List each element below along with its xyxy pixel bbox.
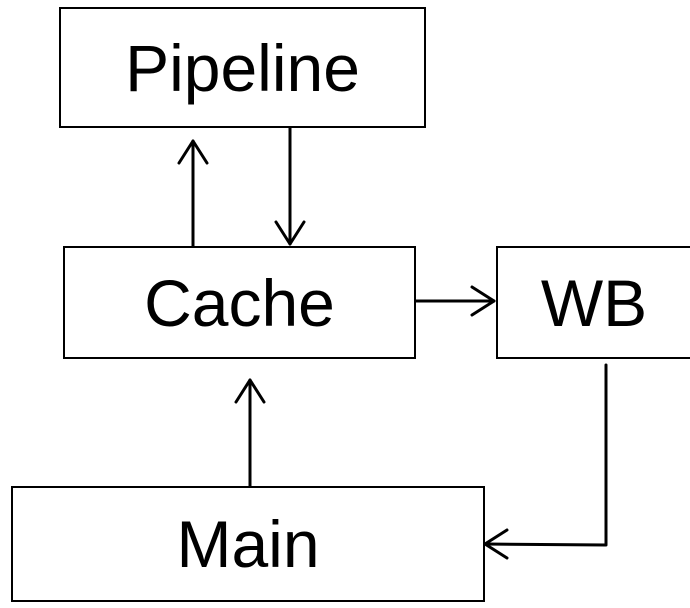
- arrow-cache-to-wb: [414, 285, 496, 317]
- arrow-pipeline-to-cache: [274, 126, 306, 246]
- pipeline-box: Pipeline: [59, 7, 426, 128]
- cache-box: Cache: [63, 246, 416, 359]
- wb-box: WB: [496, 246, 690, 359]
- main-label: Main: [176, 507, 320, 581]
- arrow-wb-to-main: [483, 363, 608, 560]
- pipeline-label: Pipeline: [125, 30, 360, 105]
- cache-label: Cache: [144, 265, 335, 340]
- arrow-cache-to-pipeline: [177, 139, 209, 248]
- main-box: Main: [11, 486, 485, 602]
- wb-label: WB: [540, 265, 648, 340]
- arrow-main-to-cache: [234, 378, 266, 488]
